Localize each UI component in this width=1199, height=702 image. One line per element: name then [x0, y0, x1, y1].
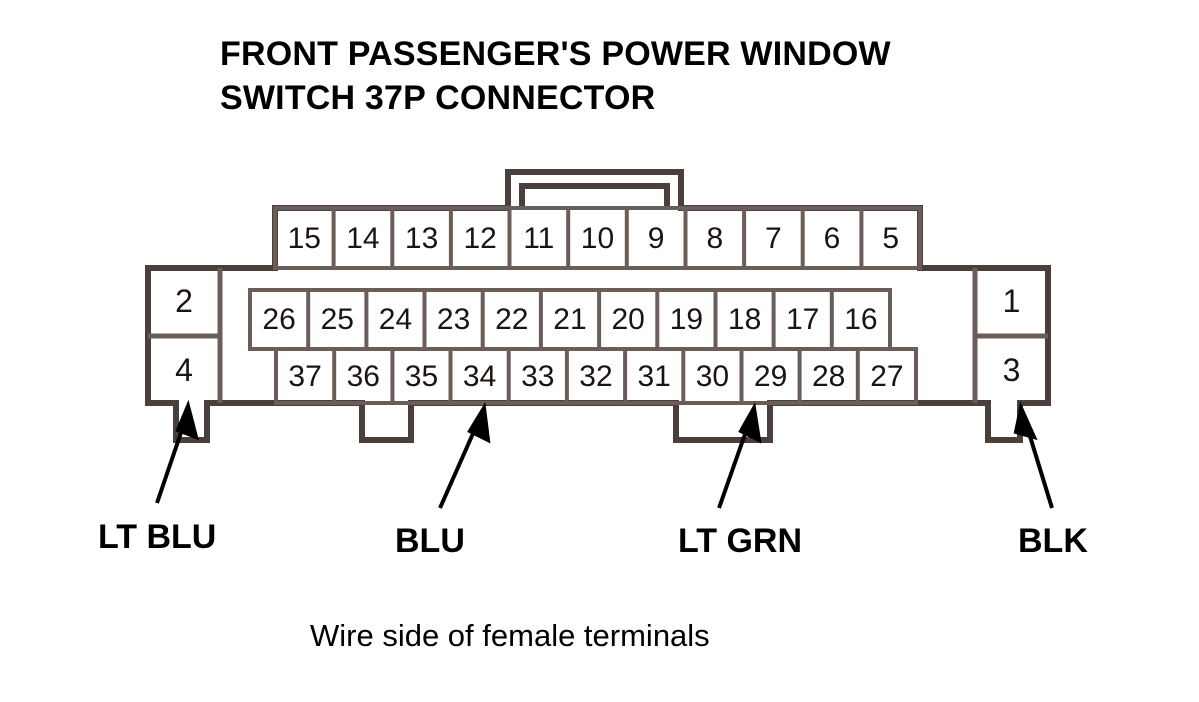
pin-cell-25: 25 — [320, 303, 354, 336]
pin-cell-19: 19 — [669, 303, 704, 336]
top-row-grid — [273, 206, 922, 270]
pin-cell-3: 3 — [1002, 352, 1021, 388]
pin-cell-23: 23 — [436, 303, 471, 336]
arrow-lt-grn — [717, 402, 762, 509]
bottom-row-grid — [274, 347, 918, 405]
pin-cell-33: 33 — [521, 360, 555, 393]
pin-cell-4: 4 — [175, 352, 193, 388]
pin-cell-7: 7 — [765, 222, 782, 255]
pin-cell-21: 21 — [553, 303, 587, 336]
pin-cell-26: 26 — [262, 303, 296, 336]
wire-label-blu: BLU — [395, 522, 465, 560]
figure-caption: Wire side of female terminals — [310, 618, 710, 653]
pin-cell-31: 31 — [637, 360, 671, 393]
pin-cell-10: 10 — [580, 222, 615, 255]
pin-cell-12: 12 — [463, 222, 497, 255]
pin-cell-37: 37 — [288, 360, 322, 393]
pin-cell-11: 11 — [523, 222, 555, 255]
arrow-blu — [438, 402, 491, 509]
pin-cell-6: 6 — [823, 222, 841, 255]
pin-cell-15: 15 — [287, 222, 321, 255]
pin-cell-22: 22 — [495, 303, 529, 336]
pin-cell-5: 5 — [882, 222, 900, 255]
pin-cell-9: 9 — [647, 222, 665, 255]
pin-cell-34: 34 — [462, 360, 497, 393]
wire-label-lt-grn: LT GRN — [678, 522, 803, 560]
wire-label-blk: BLK — [1018, 522, 1088, 560]
pin-cell-35: 35 — [404, 360, 439, 393]
pin-cell-36: 36 — [346, 360, 380, 393]
pin-cell-16: 16 — [844, 303, 878, 336]
arrow-blk — [1013, 401, 1054, 509]
pin-cell-13: 13 — [404, 222, 439, 255]
pin-cell-20: 20 — [611, 303, 645, 336]
pin-cell-27: 27 — [870, 360, 904, 393]
arrow-lt-blu — [155, 399, 199, 504]
callout-arrows — [155, 399, 1054, 509]
wire-label-lt-blu: LT BLU — [98, 518, 217, 556]
connector-outline — [145, 169, 1051, 443]
pin-cell-32: 32 — [579, 360, 613, 393]
pin-cell-30: 30 — [695, 360, 730, 393]
pin-cell-18: 18 — [727, 303, 762, 336]
latch-bracket — [519, 183, 670, 208]
pin-cell-24: 24 — [378, 303, 413, 336]
pin-cell-29: 29 — [753, 360, 788, 393]
pin-cell-2: 2 — [175, 283, 193, 319]
pin-cell-1: 1 — [1002, 283, 1021, 319]
pin-cell-17: 17 — [786, 303, 820, 336]
pin-cell-28: 28 — [812, 360, 846, 393]
pin-cell-14: 14 — [346, 222, 380, 255]
pin-cell-8: 8 — [706, 222, 724, 255]
page-title: FRONT PASSENGER'S POWER WINDOW SWITCH 37… — [220, 35, 891, 117]
